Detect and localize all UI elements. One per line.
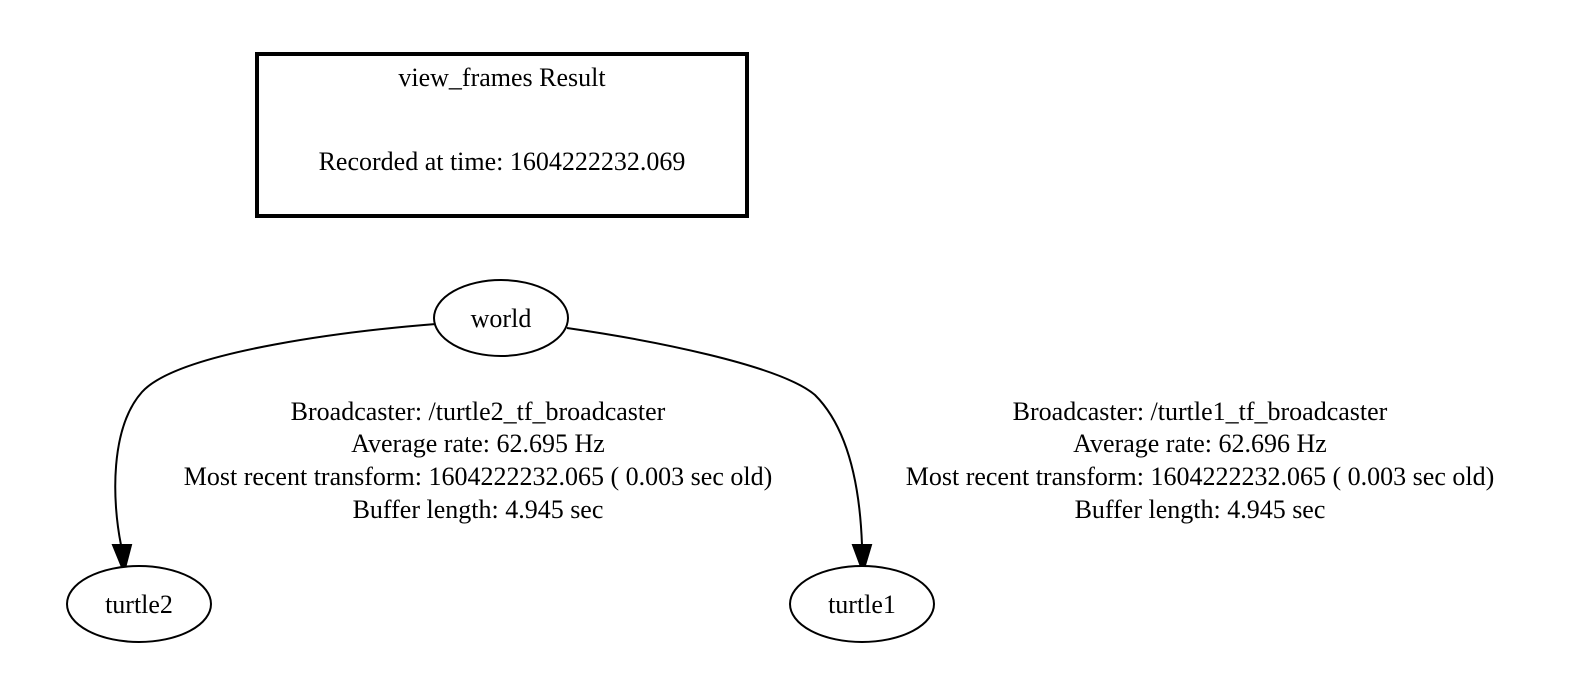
edge-world-turtle1: Broadcaster: /turtle1_tf_broadcaster Ave… <box>566 327 1495 576</box>
node-turtle1-label: turtle1 <box>828 590 896 619</box>
edge-label-recent-transform: Most recent transform: 1604222232.065 ( … <box>906 462 1495 491</box>
arrow-head-turtle2 <box>111 544 133 576</box>
arrow-head-turtle1 <box>851 544 873 576</box>
node-turtle2: turtle2 <box>66 565 212 643</box>
node-turtle1-ellipse <box>789 565 935 643</box>
node-world-ellipse <box>433 279 569 357</box>
legend-frame <box>255 52 749 218</box>
edge-line-world-turtle1 <box>566 327 863 546</box>
node-world: world <box>433 279 569 357</box>
edge-label-broadcaster: Broadcaster: /turtle1_tf_broadcaster <box>1013 397 1388 426</box>
edge-label-buffer-length: Buffer length: 4.945 sec <box>353 495 604 524</box>
edge-label-rate: Average rate: 62.696 Hz <box>1073 429 1327 458</box>
legend-box: view_frames Result Recorded at time: 160… <box>255 52 749 218</box>
node-turtle2-ellipse <box>66 565 212 643</box>
edge-world-turtle2: Broadcaster: /turtle2_tf_broadcaster Ave… <box>111 323 773 576</box>
edge-label-broadcaster: Broadcaster: /turtle2_tf_broadcaster <box>291 397 666 426</box>
edge-label-buffer-length: Buffer length: 4.945 sec <box>1075 495 1326 524</box>
node-turtle2-label: turtle2 <box>105 590 173 619</box>
legend-recorded-time: Recorded at time: 1604222232.069 <box>319 147 686 176</box>
node-turtle1: turtle1 <box>789 565 935 643</box>
edge-line-world-turtle2 <box>114 323 437 546</box>
edge-label-recent-transform: Most recent transform: 1604222232.065 ( … <box>184 462 773 491</box>
edge-label-rate: Average rate: 62.695 Hz <box>351 429 605 458</box>
legend-title: view_frames Result <box>398 63 606 92</box>
node-world-label: world <box>471 304 532 333</box>
